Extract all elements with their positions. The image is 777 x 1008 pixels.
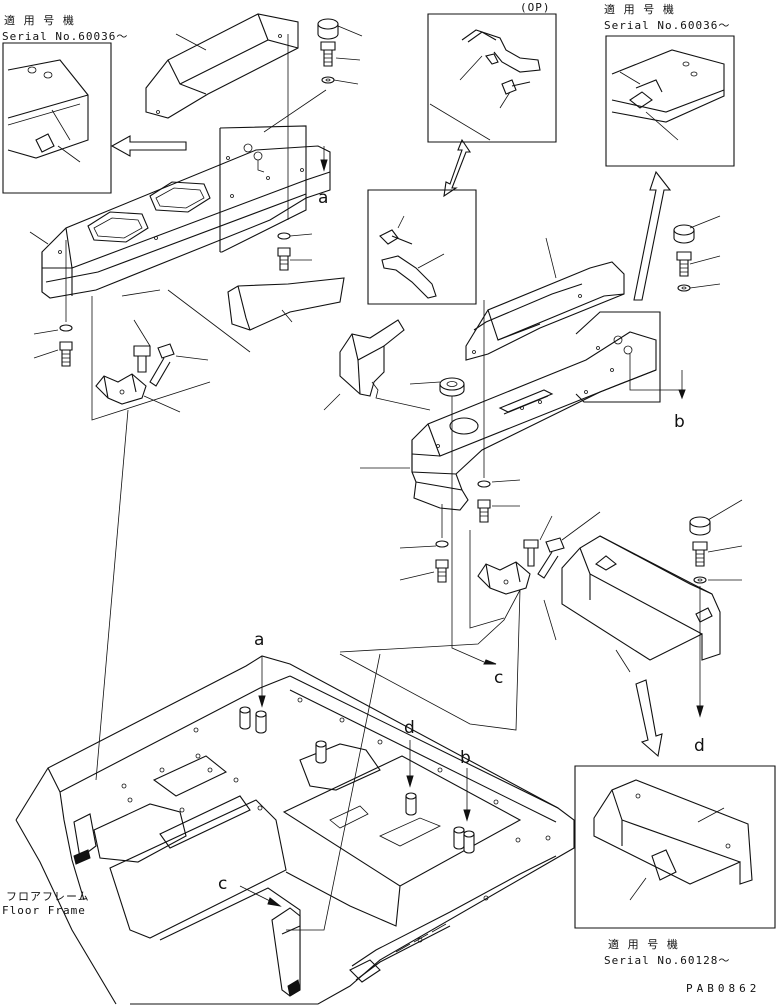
bracket-right	[478, 538, 564, 594]
ref-b-top: b	[674, 412, 685, 432]
drawing-code: PAB0862	[686, 982, 761, 995]
label-floor-frame-en: Floor Frame	[2, 904, 86, 917]
op-detail-box	[428, 14, 556, 142]
arrow-down	[636, 680, 662, 756]
side-cover-left	[228, 278, 344, 330]
label-applicable-bottom-right: 適 用 号 機	[608, 938, 679, 951]
ref-d-top: d	[694, 736, 705, 756]
ref-b-floor: b	[460, 748, 471, 768]
grommet	[440, 378, 464, 390]
floor-frame	[16, 656, 574, 1004]
console-box-left	[42, 146, 330, 298]
bracket-detail-box	[368, 190, 476, 304]
label-serial-top-left: Serial No.60036～	[2, 30, 129, 43]
detail-box-top-right	[606, 36, 734, 166]
label-serial-top-right: Serial No.60036～	[604, 19, 731, 32]
fastener-stack-right-top	[674, 225, 694, 291]
ref-a-top: a	[318, 188, 329, 208]
label-applicable-top-left: 適 用 号 機	[4, 14, 75, 27]
detail-box-bottom-right	[575, 766, 775, 928]
label-floor-frame-jp: フロアフレーム	[6, 890, 90, 903]
armrest-cover-left	[146, 14, 298, 118]
ref-a-floor: a	[254, 630, 265, 650]
bracket-left	[96, 344, 174, 404]
fastener-stack-left-top	[318, 19, 338, 83]
double-arrow	[444, 140, 470, 196]
fastener-stack-right-lower	[690, 517, 710, 583]
armrest-cover-right	[466, 238, 624, 360]
ref-d-floor: d	[404, 718, 415, 738]
ref-c-floor: c	[218, 874, 228, 894]
console-box-right	[412, 332, 656, 510]
cover-lower-right	[562, 536, 720, 672]
side-cover-right	[340, 320, 404, 396]
arrow-left	[112, 136, 186, 156]
detail-box-top-left	[3, 43, 111, 193]
fastener-stack-right-mid	[436, 481, 490, 582]
arrow-up	[634, 172, 670, 300]
label-op: (OP)	[520, 1, 551, 14]
label-applicable-top-right: 適 用 号 機	[604, 3, 675, 16]
ref-c-top: c	[494, 668, 504, 688]
label-serial-bottom-right: Serial No.60128～	[604, 954, 731, 967]
